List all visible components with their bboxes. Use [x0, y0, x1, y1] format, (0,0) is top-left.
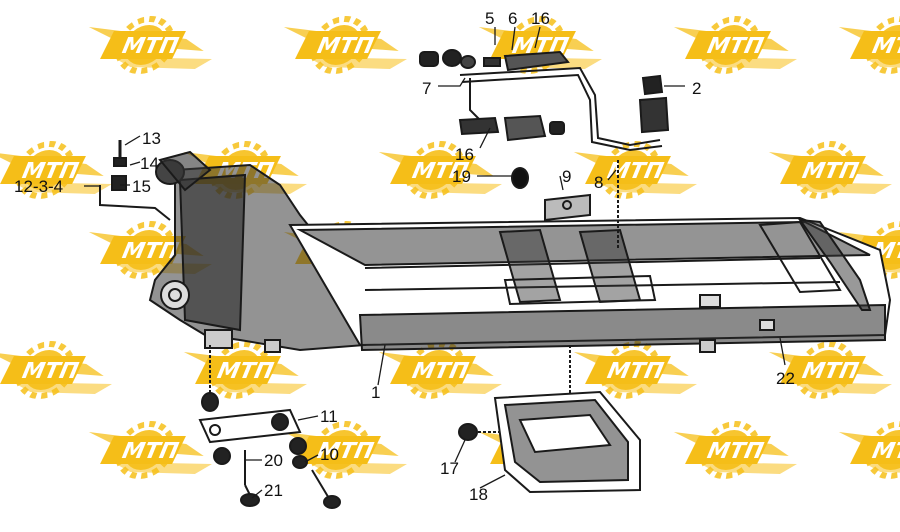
callout-20: 20 — [264, 451, 283, 470]
callout-9: 9 — [562, 167, 571, 186]
callout-19: 19 — [452, 167, 471, 186]
top-line-assembly — [419, 49, 670, 250]
watermark-logo: МТП — [664, 19, 805, 71]
callout-22: 22 — [776, 369, 795, 388]
watermark-logo: МТП — [664, 424, 805, 476]
callout-7: 7 — [422, 79, 431, 98]
watermark-logo-text: МТП — [120, 33, 181, 59]
watermark-logo-text: МТП — [410, 158, 471, 184]
callout-18: 18 — [469, 485, 488, 504]
watermark-logo-text: МТП — [605, 358, 666, 384]
watermark-logo: МТП — [369, 344, 510, 396]
watermark-logo-text: МТП — [800, 358, 861, 384]
watermark-logo-text: МТП — [870, 438, 900, 464]
callout-8: 8 — [594, 173, 603, 192]
watermark-logo-text: МТП — [705, 33, 766, 59]
watermark-logo-text: МТП — [870, 33, 900, 59]
watermark-logo-text: МТП — [315, 33, 376, 59]
watermark-logo: МТП — [564, 144, 705, 196]
watermark-logo: МТП — [79, 19, 220, 71]
watermark-logo-text: МТП — [705, 438, 766, 464]
skid-bracket — [458, 345, 641, 494]
leader-lines — [84, 26, 786, 499]
callout-16-mid: 16 — [455, 145, 474, 164]
left-bolt-assembly — [99, 140, 212, 221]
bottom-left-bracket — [198, 345, 341, 509]
watermark-logo: МТП — [174, 344, 315, 396]
callout-6: 6 — [508, 9, 517, 28]
callout-16-top: 16 — [531, 9, 550, 28]
watermark-logo: МТП — [0, 144, 121, 196]
callout-12-3-4: 12-3-4 — [14, 177, 63, 196]
watermark-logo-text: МТП — [20, 358, 81, 384]
watermark-logo-text: МТП — [410, 358, 471, 384]
callout-10: 10 — [320, 445, 339, 464]
callout-11: 11 — [320, 407, 338, 426]
watermark-logo-text: МТП — [800, 158, 861, 184]
watermark-logo: МТП — [369, 144, 510, 196]
callout-21: 21 — [264, 481, 283, 500]
watermark-logo-text: МТП — [315, 438, 376, 464]
watermark-logo: МТП — [759, 144, 900, 196]
watermark-logo: МТП — [79, 424, 220, 476]
watermark-logo: МТП — [0, 344, 121, 396]
callout-17: 17 — [440, 459, 459, 478]
watermark-logo: МТП — [829, 424, 900, 476]
callout-14: 14 — [140, 154, 159, 173]
watermark-logo: МТП — [564, 344, 705, 396]
watermark-logo: МТП — [274, 19, 415, 71]
callout-1: 1 — [371, 383, 380, 402]
callout-13: 13 — [142, 129, 161, 148]
callout-15: 15 — [132, 177, 151, 196]
watermark-logo-text: МТП — [605, 158, 666, 184]
callout-labels: 1 2 5 6 16 7 13 14 15 12-3-4 16 19 9 8 2… — [14, 9, 795, 504]
callout-2: 2 — [692, 79, 701, 98]
watermark-logo: МТП — [274, 424, 415, 476]
watermark-logo-text: МТП — [120, 438, 181, 464]
callout-5: 5 — [485, 9, 494, 28]
watermark-logo: МТП — [759, 344, 900, 396]
watermark-logo-text: МТП — [20, 158, 81, 184]
watermark-logo-text: МТП — [215, 358, 276, 384]
frame-assembly — [148, 163, 892, 353]
watermark-logo: МТП — [829, 19, 900, 71]
